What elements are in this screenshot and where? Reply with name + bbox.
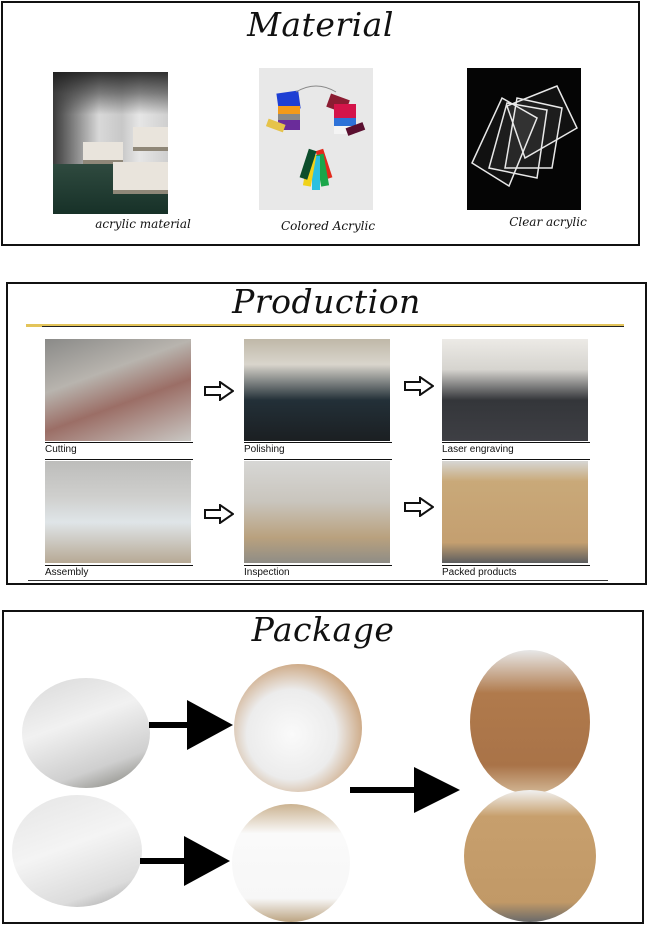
acrylic-material-photo [53,72,168,214]
package-section: Package [2,610,644,924]
laser-engraving-photo [442,339,588,441]
hollow-right-arrow-icon [404,376,434,396]
production-bottom-rule [28,580,608,581]
inspection-photo [244,461,390,563]
laser-engraving-label: Laser engraving [442,444,514,455]
production-divider-shadow [42,326,624,327]
packed-products-photo [442,461,588,563]
packed-products-rule [442,565,590,566]
colored-swatches-graphic [265,85,366,190]
packed-products-label: Packed products [442,567,517,578]
inspection-label: Inspection [244,567,290,578]
production-section: Production Cutting Polishing Laser engra… [6,282,647,585]
assembly-photo [45,461,191,563]
tall-cartons-photo [470,650,590,794]
solid-right-arrow-icon [149,700,233,750]
inspection-top-rule [244,459,392,460]
colored-acrylic-caption: Colored Acrylic [280,219,376,233]
hollow-right-arrow-icon [204,381,234,401]
clear-sheets-graphic [471,85,578,188]
hollow-right-arrow-icon [204,504,234,524]
palletized-cartons-photo [464,790,596,922]
assembly-rule [45,565,193,566]
production-title: Production [232,282,421,321]
lined-box-photo [232,804,350,922]
colored-acrylic-photo [259,68,373,210]
polishing-rule [244,442,392,443]
cutting-label: Cutting [45,444,77,455]
clear-acrylic-caption: Clear acrylic [509,215,587,229]
inspection-rule [244,565,392,566]
laser-engraving-rule [442,442,590,443]
packed-products-top-rule [442,459,590,460]
assembly-top-rule [45,459,193,460]
material-section: Material acrylic material [1,1,640,246]
divided-box-photo [234,664,362,792]
solid-right-arrow-icon [350,767,460,813]
polishing-photo [244,339,390,441]
clear-acrylic-photo [467,68,581,210]
acrylic-material-caption: acrylic material [95,217,191,231]
polishing-label: Polishing [244,444,285,455]
production-divider [26,324,624,327]
material-title: Material [247,5,394,44]
cutting-photo [45,339,191,441]
cutting-rule [45,442,193,443]
stacked-sheets-photo [22,678,150,788]
assembly-label: Assembly [45,567,89,578]
hollow-right-arrow-icon [404,497,434,517]
wrapped-sheets-photo [12,795,142,907]
package-title: Package [251,610,395,649]
solid-right-arrow-icon [140,836,230,886]
